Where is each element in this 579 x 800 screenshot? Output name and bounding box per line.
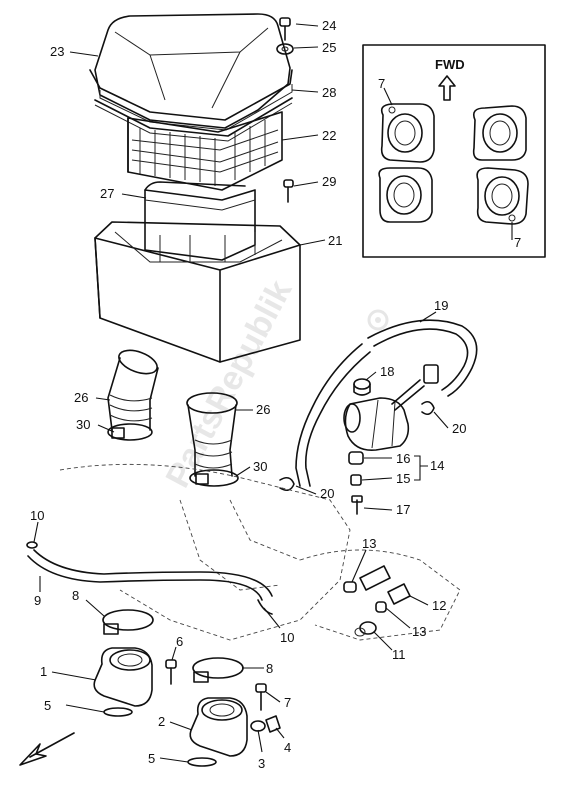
callout-2: 2	[158, 714, 165, 729]
callout-22: 22	[322, 128, 336, 143]
o-ring-5-upper[interactable]	[103, 707, 133, 717]
callout-5-upper: 5	[44, 698, 51, 713]
bush-16[interactable]	[348, 451, 364, 465]
callout-23: 23	[50, 44, 64, 59]
callout-12: 12	[432, 598, 446, 613]
callout-10-right: 10	[280, 630, 294, 645]
callout-18: 18	[380, 364, 394, 379]
washer-25[interactable]	[276, 43, 294, 55]
callout-7-inset-top: 7	[378, 76, 385, 91]
grommet-10[interactable]	[26, 541, 38, 549]
screw-7[interactable]	[255, 683, 267, 711]
callout-11: 11	[392, 647, 406, 662]
callout-20-upper: 20	[452, 421, 466, 436]
callout-5-lower: 5	[148, 751, 155, 766]
callout-14: 14	[430, 458, 444, 473]
air-filter-case[interactable]	[94, 221, 301, 363]
joint-11[interactable]	[354, 621, 377, 637]
callout-28: 28	[322, 85, 336, 100]
callout-16: 16	[396, 451, 410, 466]
callout-24: 24	[322, 18, 336, 33]
watermark: PartsRepublik	[159, 274, 300, 494]
callout-15: 15	[396, 471, 410, 486]
callout-13-lower: 13	[412, 624, 426, 639]
callout-7-inset-bottom: 7	[514, 235, 521, 250]
joint-top-right[interactable]	[472, 105, 527, 161]
air-filter-case-cover[interactable]	[89, 13, 293, 131]
callout-9: 9	[34, 593, 41, 608]
engine-outline	[59, 463, 461, 641]
joint-top-left[interactable]	[380, 103, 435, 163]
carburetor-joint-1[interactable]	[93, 647, 153, 707]
watermark-gear-icon	[367, 309, 389, 331]
carburetor-joint-2[interactable]	[189, 697, 248, 757]
cap-4[interactable]	[265, 715, 281, 733]
fwd-inset-panel: FWD	[362, 44, 546, 258]
hose-9[interactable]	[27, 549, 273, 601]
cap-3[interactable]	[250, 720, 266, 732]
intake-joint-left-26[interactable]	[107, 346, 160, 431]
joint-bottom-left[interactable]	[378, 167, 433, 223]
screw-29[interactable]	[283, 179, 294, 203]
clip-20-lower[interactable]	[279, 476, 295, 492]
bolt-17[interactable]	[351, 495, 363, 515]
intake-joint-right-26[interactable]	[186, 392, 238, 477]
callout-4: 4	[284, 740, 291, 755]
valve-assembly-14[interactable]	[343, 364, 439, 452]
callout-8-upper: 8	[72, 588, 79, 603]
hose-short-13[interactable]	[359, 565, 391, 591]
callout-26-left: 26	[74, 390, 88, 405]
callout-27: 27	[100, 186, 114, 201]
callout-7-lower: 7	[284, 695, 291, 710]
callout-21: 21	[328, 233, 342, 248]
clamp-8-upper[interactable]	[102, 609, 154, 635]
clip-13-upper[interactable]	[343, 581, 357, 593]
hose-12[interactable]	[387, 583, 411, 605]
joint-bottom-right[interactable]	[476, 167, 529, 225]
callout-17: 17	[396, 502, 410, 517]
hose-to-joint[interactable]	[295, 343, 371, 487]
callout-25: 25	[322, 40, 336, 55]
callout-30-right: 30	[253, 459, 267, 474]
callout-29: 29	[322, 174, 336, 189]
clamp-right-30[interactable]	[189, 469, 239, 487]
callout-3: 3	[258, 756, 265, 771]
callout-1: 1	[40, 664, 47, 679]
clip-20-upper[interactable]	[421, 400, 435, 416]
screw-24[interactable]	[279, 17, 291, 41]
callout-6: 6	[176, 634, 183, 649]
callout-13-upper: 13	[362, 536, 376, 551]
air-case-joint[interactable]	[144, 181, 256, 261]
callout-26-right: 26	[256, 402, 270, 417]
cap-18[interactable]	[353, 378, 371, 396]
fwd-label: FWD	[435, 57, 465, 72]
screw-6[interactable]	[165, 659, 177, 685]
callout-labels: 23 24 25 28 22 29 27 21 7 7 26 30 26 30 …	[30, 18, 521, 771]
callout-10-left: 10	[30, 508, 44, 523]
leader-lines	[33, 23, 513, 763]
breather-hose-19[interactable]	[367, 319, 478, 397]
callout-20-lower: 20	[320, 486, 334, 501]
callout-19: 19	[434, 298, 448, 313]
callout-8-lower: 8	[266, 661, 273, 676]
callout-30-left: 30	[76, 417, 90, 432]
clamp-left-30[interactable]	[107, 423, 153, 441]
clamp-8-lower[interactable]	[192, 657, 244, 683]
cover-seal-28[interactable]	[94, 97, 293, 142]
collar-15[interactable]	[350, 474, 362, 486]
forward-arrow-icon	[438, 75, 456, 101]
air-filter-element[interactable]	[127, 111, 283, 191]
clip-13-lower[interactable]	[375, 601, 387, 613]
o-ring-5-lower[interactable]	[187, 757, 217, 767]
front-direction-arrow-icon	[19, 732, 75, 766]
hose-10-end[interactable]	[257, 599, 273, 615]
